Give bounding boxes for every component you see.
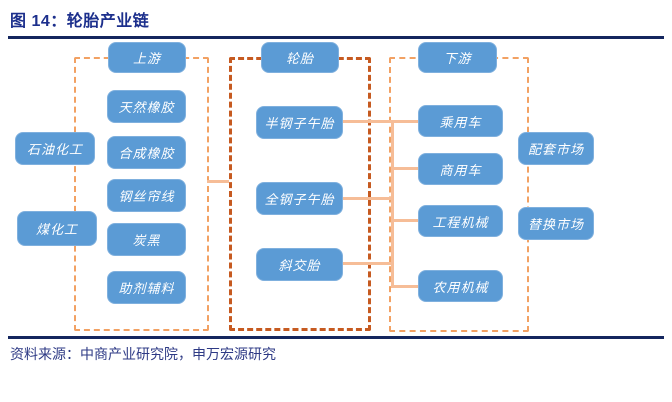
- connector-vertical-bus: [391, 120, 394, 288]
- group-header-upstream: 上游: [108, 42, 186, 73]
- connector-semi-steel-passenger: [343, 120, 418, 123]
- node-construction-machinery: 工程机械: [418, 205, 503, 237]
- node-agricultural-machinery: 农用机械: [418, 270, 503, 302]
- node-replacement-market: 替换市场: [518, 207, 594, 240]
- node-semi-steel-radial: 半钢子午胎: [256, 106, 343, 139]
- figure-title: 图 14：轮胎产业链: [10, 13, 150, 30]
- node-passenger-vehicle: 乘用车: [418, 105, 503, 137]
- node-coal-chemical: 煤化工: [17, 211, 97, 246]
- node-natural-rubber: 天然橡胶: [107, 90, 186, 123]
- connector-bus-commercial: [391, 167, 418, 170]
- connector-bus-agricultural: [391, 285, 418, 288]
- connector-bus-construction: [391, 219, 418, 222]
- node-additives: 助剂辅料: [107, 271, 186, 304]
- connector-upstream-tire: [207, 180, 229, 183]
- node-synthetic-rubber: 合成橡胶: [107, 136, 186, 169]
- node-commercial-vehicle: 商用车: [418, 153, 503, 185]
- node-steel-cord: 钢丝帘线: [107, 179, 186, 212]
- footer-rule: [8, 336, 664, 339]
- connector-bias-bus: [343, 262, 393, 265]
- title-rule: [8, 36, 664, 39]
- group-header-tire: 轮胎: [261, 42, 339, 73]
- node-petrochemical: 石油化工: [15, 132, 95, 165]
- connector-all-steel-bus: [343, 197, 393, 200]
- group-header-downstream: 下游: [418, 42, 497, 73]
- node-all-steel-radial: 全钢子午胎: [256, 182, 343, 215]
- node-carbon-black: 炭黑: [107, 223, 186, 256]
- node-oem-market: 配套市场: [518, 132, 594, 165]
- source-note: 资料来源：中商产业研究院，申万宏源研究: [10, 346, 276, 362]
- node-bias-tire: 斜交胎: [256, 248, 343, 281]
